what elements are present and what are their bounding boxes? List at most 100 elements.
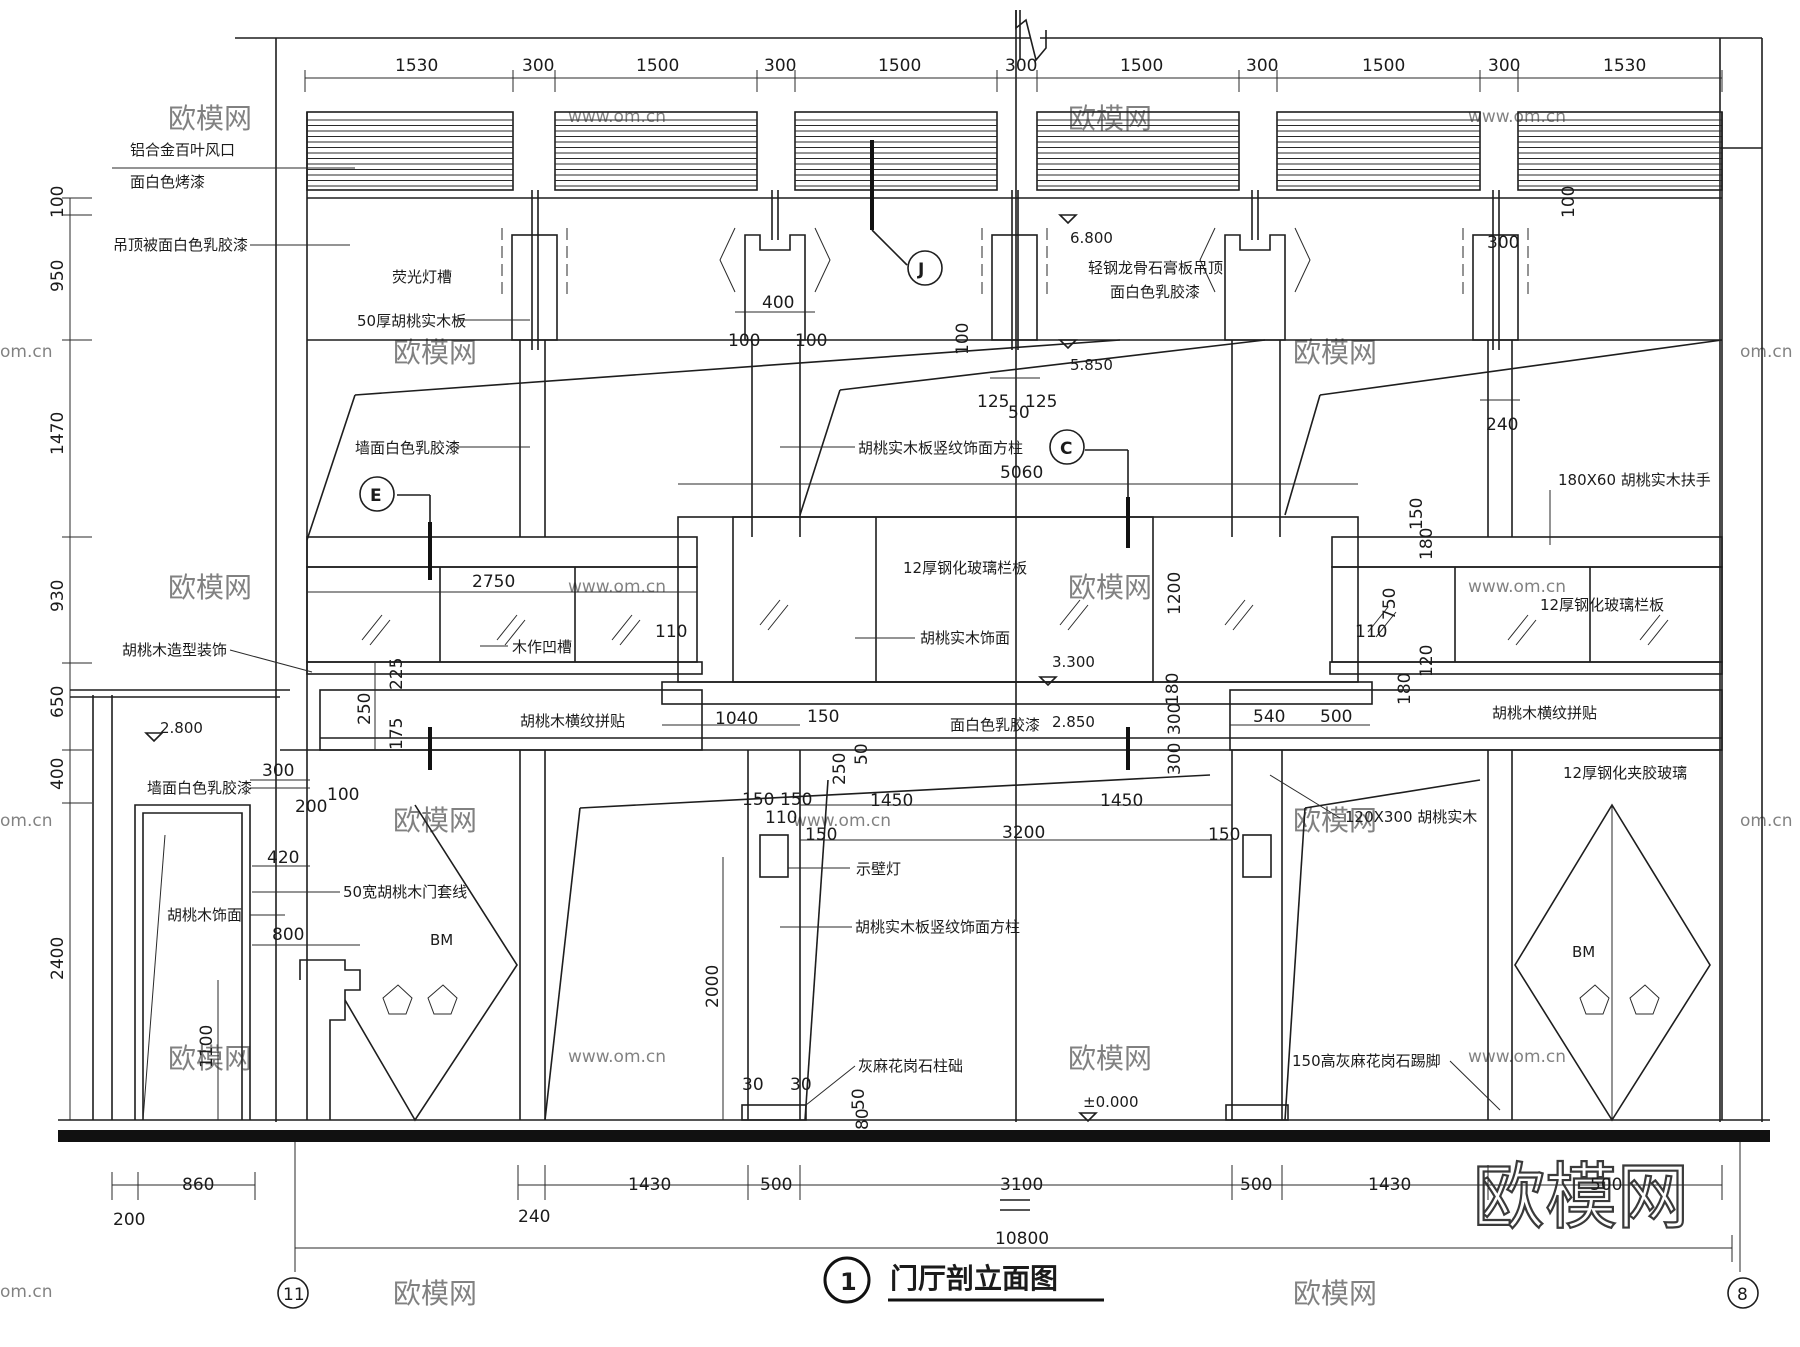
dim-text: 420: [267, 848, 299, 868]
dim-text: 150: [780, 790, 812, 810]
dim-text: 2750: [472, 572, 515, 592]
dim-text: 1430: [628, 1175, 671, 1195]
dim-text: 200: [113, 1210, 145, 1230]
dim-text: 100: [795, 331, 827, 351]
dim-text: 150: [805, 825, 837, 845]
dim-text: 50: [852, 743, 872, 765]
marker-e-label: E: [370, 486, 382, 506]
note-walnut-face: 胡桃实木饰面: [920, 629, 1010, 647]
watermark-logo: 欧模网: [393, 1277, 477, 1310]
dim-text: 180: [1163, 673, 1183, 705]
dim-text: 110: [655, 622, 687, 642]
dim-text: 1430: [1368, 1175, 1411, 1195]
dim-text: 250: [830, 753, 850, 785]
note-granite-skirting: 150高灰麻花岗石踢脚: [1292, 1052, 1441, 1070]
note-column-face: 胡桃实木板竖纹饰面方柱: [858, 439, 1023, 457]
dim-text: 180: [1417, 528, 1437, 560]
dim-text: 240: [1486, 415, 1518, 435]
note-keel-ceiling: 轻钢龙骨石膏板吊顶: [1088, 259, 1223, 277]
marker-c-label: C: [1060, 439, 1072, 459]
dim-text: 1200: [1165, 572, 1185, 615]
watermark-logo: 欧模网: [1293, 1277, 1377, 1310]
watermark-logo: 欧模网: [393, 804, 477, 837]
dim-text: 930: [48, 580, 68, 612]
balustrade: [280, 516, 1723, 751]
dim-text: 150: [1208, 825, 1240, 845]
annotations: 铝合金百叶风口 面白色烤漆 吊顶被面白色乳胶漆 荧光灯槽 50厚胡桃实木板 墙面…: [112, 141, 1711, 1111]
note-wall-latex: 墙面白色乳胶漆: [355, 439, 460, 457]
bottom-dimension-chain: 860 200 240 1430 500 3100 500 1430 500 1…: [111, 1142, 1741, 1272]
dim-text: 860: [182, 1175, 214, 1195]
dim-text: 30: [742, 1075, 764, 1095]
title-number: 1: [840, 1268, 857, 1296]
dim-text: 150: [1407, 498, 1427, 530]
dim-text: 100: [953, 323, 973, 355]
left-dimension-chain: 100 950 1470 930 650 400 2400: [48, 186, 92, 1121]
dim-text: 2400: [48, 937, 68, 980]
note-glass-rail-right: 12厚钢化玻璃栏板: [1540, 596, 1664, 614]
watermark-url: www.om.cn: [568, 577, 666, 597]
drawing-frame: [235, 10, 1763, 1122]
watermark-url: www.om.cn: [793, 811, 891, 831]
dim-text: 1500: [1362, 56, 1405, 76]
axis-right-label: 8: [1737, 1285, 1748, 1305]
watermark-url: om.cn: [1740, 811, 1793, 831]
bm-left: BM: [430, 931, 453, 949]
dim-text: 10800: [995, 1229, 1049, 1249]
note-wood-groove: 木作凹槽: [512, 638, 572, 656]
note-walnut-facing: 胡桃木饰面: [167, 906, 242, 924]
note-wall-latex-lower: 墙面白色乳胶漆: [147, 779, 252, 797]
watermark-url: om.cn: [1740, 342, 1793, 362]
dim-text: 500: [1240, 1175, 1272, 1195]
dim-text: 1040: [715, 709, 758, 729]
dim-text: 30: [790, 1075, 812, 1095]
level-marks: 6.800 5.850 3.300 2.850 2.800 ±0.000: [144, 214, 1139, 1123]
dim-text: 800: [272, 925, 304, 945]
axis-bubble-right: [1727, 1277, 1759, 1309]
note-light-trough: 荧光灯槽: [392, 268, 452, 286]
louver-panel: [306, 111, 514, 191]
note-walnut-horizontal-right: 胡桃木横纹拼贴: [1492, 704, 1597, 722]
level-5850: 5.850: [1070, 356, 1113, 374]
note-keel-ceiling-paint: 面白色乳胶漆: [1110, 283, 1200, 301]
dim-text: 500: [1590, 1175, 1622, 1195]
watermark-url: www.om.cn: [568, 107, 666, 127]
watermark-logo: 欧模网: [1068, 102, 1152, 135]
watermark-url: www.om.cn: [1468, 577, 1566, 597]
top-dimension-chain: 1530 300 1500 300 1500 300 1500 300 1500…: [304, 56, 1723, 92]
watermark-url: om.cn: [0, 811, 53, 831]
dim-text: 500: [760, 1175, 792, 1195]
level-3300: 3.300: [1052, 653, 1095, 671]
watermark-url: om.cn: [0, 342, 53, 362]
dim-text: 3200: [1002, 823, 1045, 843]
axis-and-title: 11 8 1 门厅剖立面图: [277, 1256, 1759, 1309]
dim-text: 150: [742, 790, 774, 810]
dim-text: 300: [522, 56, 554, 76]
note-granite-base: 灰麻花岗石柱础: [858, 1057, 963, 1075]
title-number-circle: [823, 1256, 871, 1304]
note-column-face-lower: 胡桃实木板竖纹饰面方柱: [855, 918, 1020, 936]
dim-text: 300: [1005, 56, 1037, 76]
note-walnut-board: 50厚胡桃实木板: [357, 312, 466, 330]
watermark-logo: 欧模网: [1068, 1042, 1152, 1075]
louver-panel: [1036, 111, 1240, 191]
axis-left-label: 11: [283, 1285, 305, 1305]
watermark-url: www.om.cn: [1468, 1047, 1566, 1067]
note-walnut-solid: 120X300 胡桃实木: [1345, 808, 1477, 826]
dim-text: 50: [1008, 403, 1030, 423]
dim-text: 950: [48, 260, 68, 292]
note-walnut-deco-shape: 胡桃木造型装饰: [122, 641, 227, 659]
watermark-url: www.om.cn: [568, 1047, 666, 1067]
note-glass-rail-center: 12厚钢化玻璃栏板: [903, 559, 1027, 577]
dim-text: 300: [1488, 56, 1520, 76]
watermark-logo: 欧模网: [1068, 571, 1152, 604]
dim-text: 300: [262, 761, 294, 781]
dim-text: 125: [1025, 392, 1057, 412]
louver-panel: [1276, 111, 1481, 191]
note-walnut-horizontal-left: 胡桃木横纹拼贴: [520, 712, 625, 730]
dim-text: 1500: [878, 56, 921, 76]
watermark-logo: 欧模网: [168, 102, 252, 135]
dim-text: 300: [1246, 56, 1278, 76]
dim-text: 100: [728, 331, 760, 351]
note-handrail: 180X60 胡桃实木扶手: [1558, 471, 1711, 489]
